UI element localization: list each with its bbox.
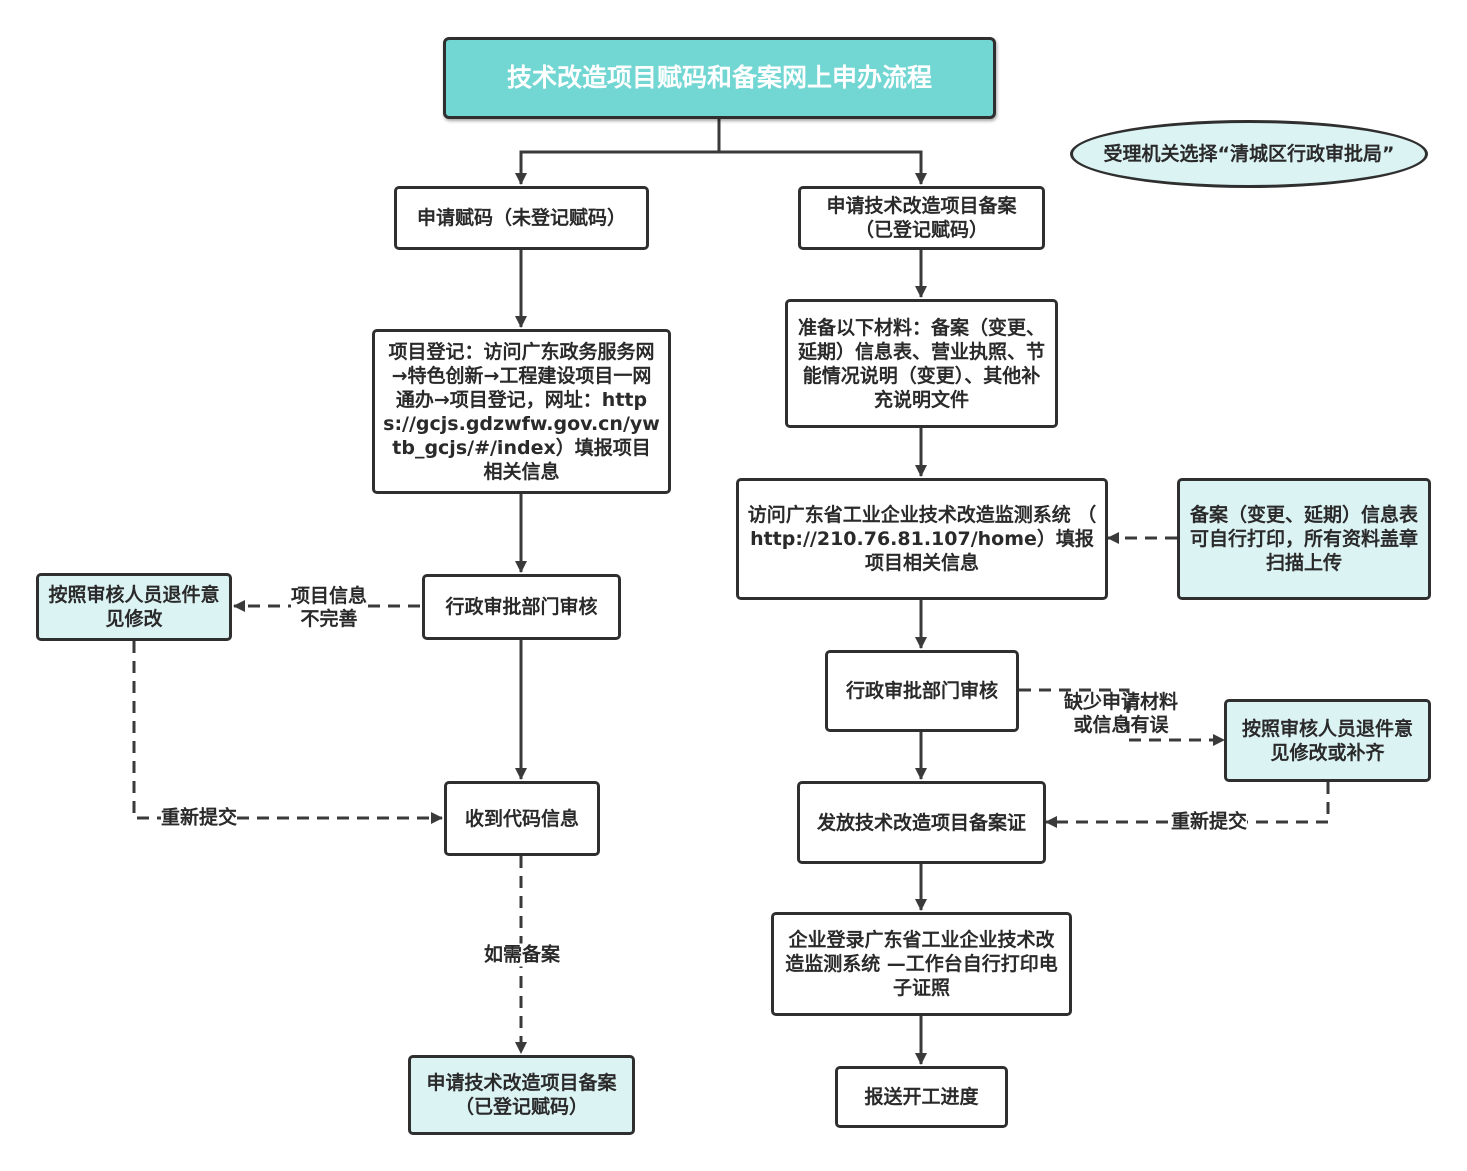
right-fix-box: 按照审核人员退件意见修改或补齐	[1224, 699, 1431, 782]
report-progress-box: 报送开工进度	[835, 1066, 1008, 1128]
project-register-box: 项目登记：访问广东政务服务网→特色创新→工程建设项目一网通办→项目登记，网址：h…	[372, 329, 671, 494]
arrow-resubmit-right	[1045, 782, 1330, 828]
flow-title: 技术改造项目赋码和备案网上申办流程	[443, 37, 996, 119]
label-if-filing: 如需备案	[483, 943, 561, 967]
print-note-box: 备案（变更、延期）信息表可自行打印，所有资料盖章扫描上传	[1177, 478, 1431, 600]
label-missing: 缺少申请材料 或信息有误	[1063, 691, 1179, 736]
left-apply-filing-box: 申请技术改造项目备案 （已登记赋码）	[408, 1055, 635, 1135]
label-incomplete: 项目信息 不完善	[290, 585, 368, 631]
label-resubmit-right: 重新提交	[1170, 810, 1248, 834]
print-certificate-box: 企业登录广东省工业企业技术改造监测系统 —工作台自行打印电子证照	[771, 912, 1072, 1016]
visit-system-box: 访问广东省工业企业技术改造监测系统 （ http://210.76.81.107…	[736, 478, 1108, 600]
materials-box: 准备以下材料：备案（变更、延期）信息表、营业执照、节能情况说明（变更）、其他补充…	[785, 299, 1058, 428]
apply-filing-box: 申请技术改造项目备案 （已登记赋码）	[798, 186, 1045, 250]
arrow-missing	[1019, 688, 1225, 746]
left-review-box: 行政审批部门审核	[422, 574, 621, 640]
arrow-resubmit-left	[132, 641, 443, 824]
apply-code-box: 申请赋码（未登记赋码）	[394, 186, 649, 250]
label-resubmit-left: 重新提交	[160, 806, 238, 830]
issue-certificate-box: 发放技术改造项目备案证	[797, 781, 1046, 864]
arrow-to-apply-code	[515, 150, 719, 185]
authority-note: 受理机关选择“清城区行政审批局”	[1070, 120, 1428, 188]
arrow-to-apply-filing	[719, 150, 927, 185]
right-review-box: 行政审批部门审核	[825, 650, 1019, 732]
left-fix-box: 按照审核人员退件意见修改	[36, 573, 232, 641]
receive-code-box: 收到代码信息	[444, 781, 600, 856]
